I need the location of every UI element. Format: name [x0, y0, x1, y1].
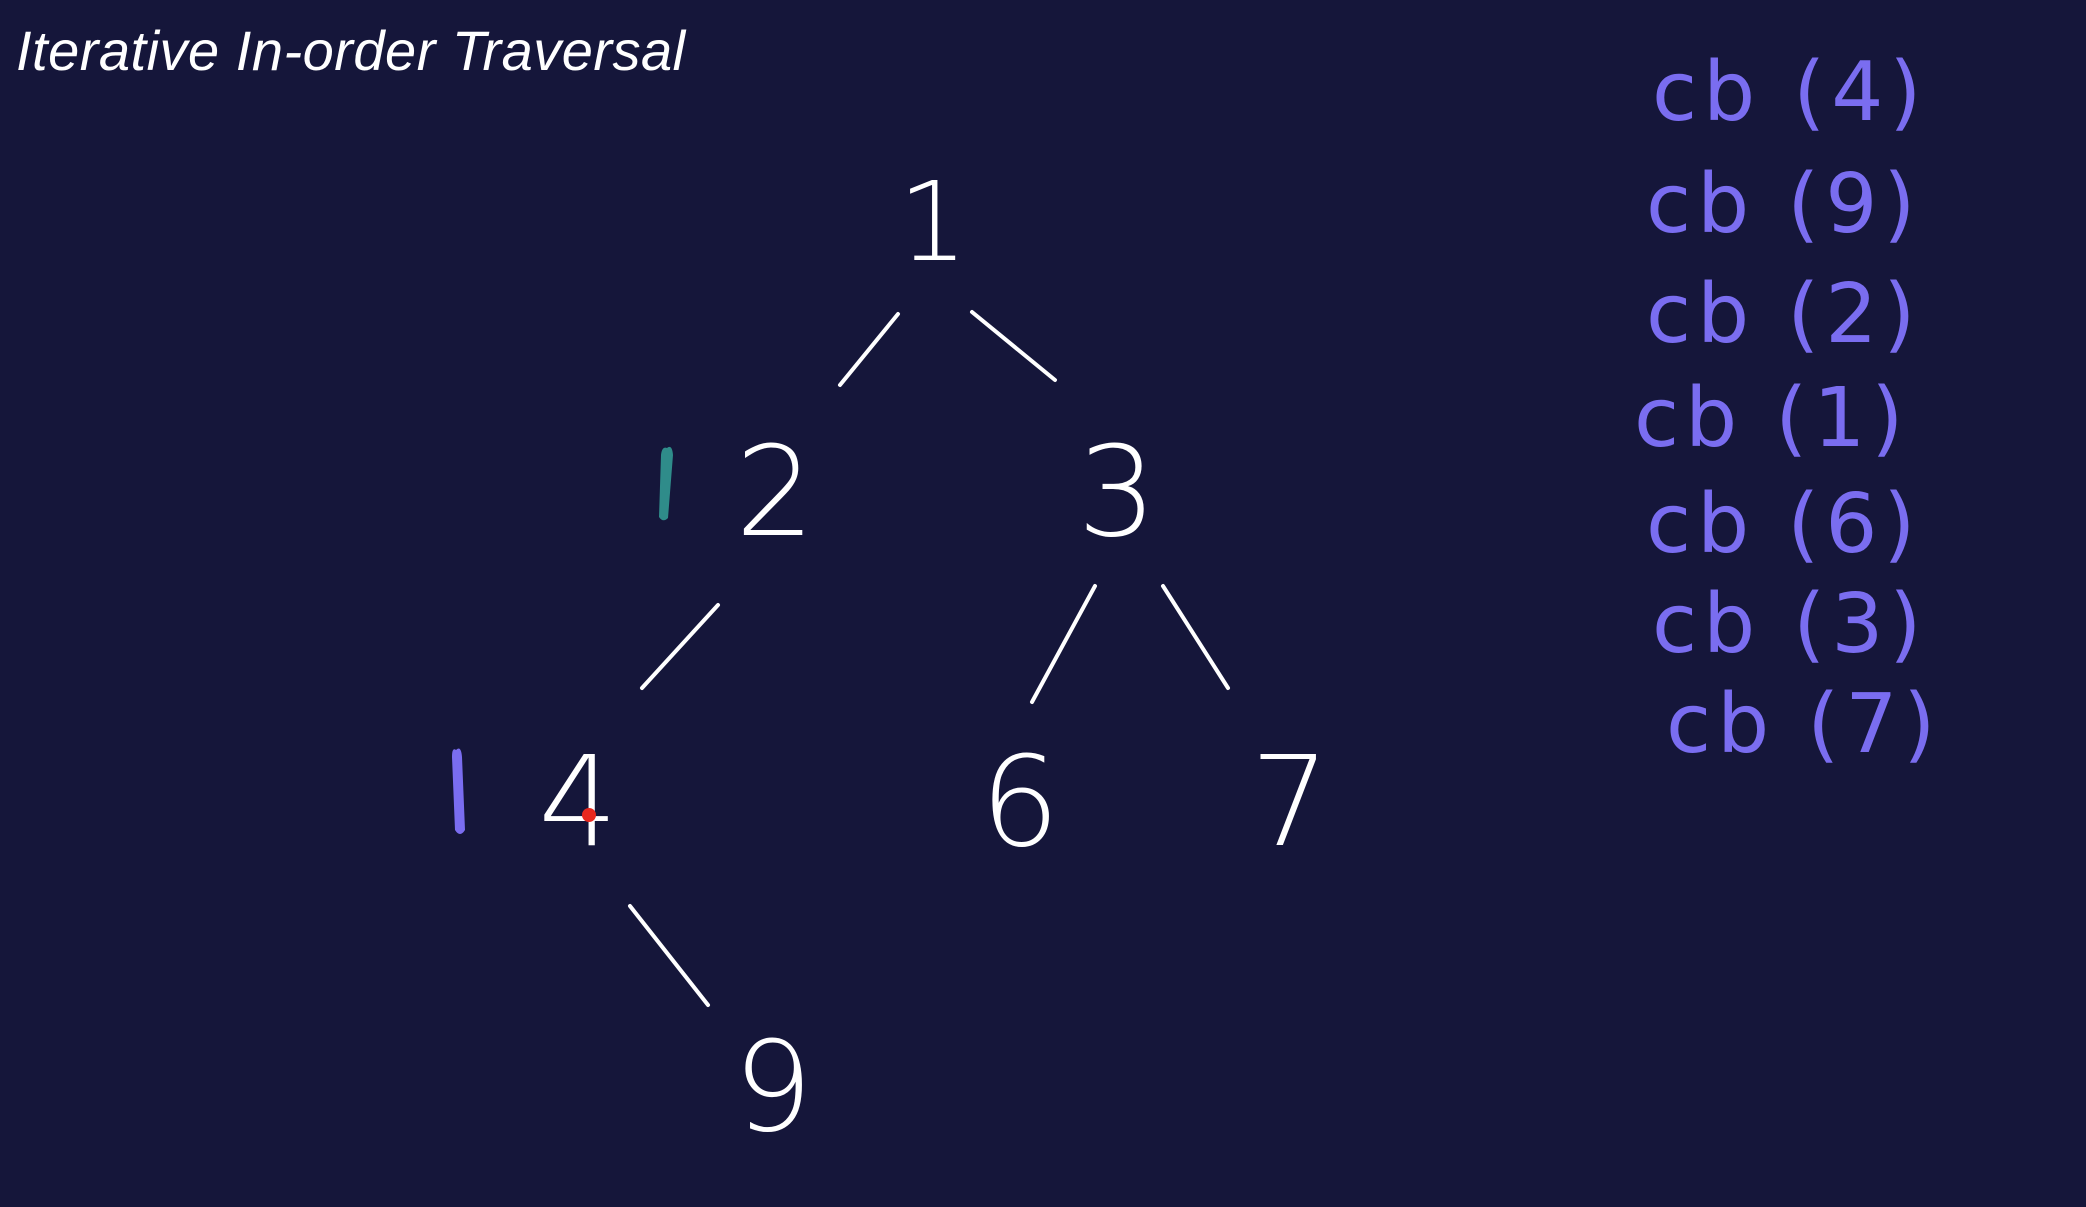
- node-7: 7: [1250, 730, 1330, 875]
- callback-log-item: cb (6): [1646, 477, 1921, 572]
- edge-1-2: [838, 312, 900, 387]
- purple-marker-stroke: [452, 748, 465, 834]
- pointer-dot: [582, 808, 596, 822]
- callback-log-item: cb (7): [1666, 677, 1941, 772]
- node-9: 9: [733, 1015, 813, 1160]
- slide-title: Iterative In-order Traversal: [16, 19, 686, 82]
- edge-1-3: [970, 310, 1057, 382]
- teal-marker-stroke: [659, 446, 673, 521]
- callback-log-item: cb (4): [1652, 45, 1927, 140]
- callback-log-item: cb (1): [1634, 371, 1909, 466]
- edge-4-9: [628, 904, 710, 1007]
- node-6: 6: [980, 730, 1060, 875]
- edge-2-4: [640, 603, 720, 690]
- callback-log-item: cb (3): [1652, 577, 1927, 672]
- node-2: 2: [735, 420, 815, 565]
- edge-3-7: [1161, 584, 1230, 690]
- callback-log-item: cb (9): [1646, 157, 1921, 252]
- node-3: 3: [1077, 420, 1157, 565]
- edge-3-6: [1030, 584, 1097, 704]
- callback-log-item: cb (2): [1646, 267, 1921, 362]
- node-1: 1: [898, 158, 968, 286]
- node-4: 4: [538, 730, 618, 875]
